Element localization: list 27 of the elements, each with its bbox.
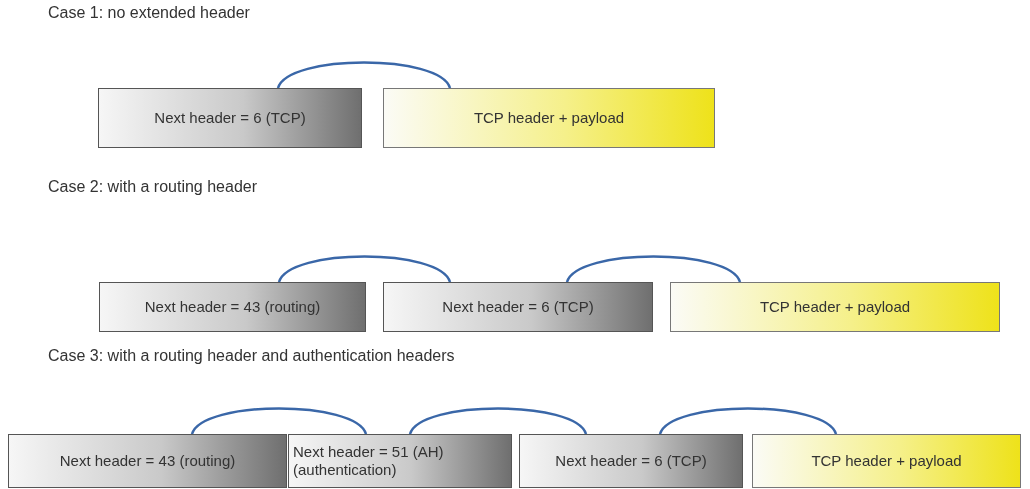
connector-arc (565, 255, 742, 283)
header-text: Next header = 6 (TCP) (442, 298, 594, 316)
header-box (519, 434, 743, 488)
header-text: Next header = 43 (routing) (59, 452, 236, 470)
header-text: TCP header + payload (759, 298, 911, 316)
header-text: TCP header + payload (473, 109, 625, 127)
connector-arc (190, 407, 368, 435)
header-text: Next header = 6 (TCP) (555, 452, 707, 470)
case-heading: Case 1: no extended header (48, 4, 250, 22)
case-heading: Case 3: with a routing header and authentication headers (48, 347, 455, 365)
header-text: Next header = 6 (TCP) (154, 109, 306, 127)
payload-box (752, 434, 1021, 488)
payload-box (670, 282, 1000, 332)
header-box (99, 282, 366, 332)
header-text: Next header = 43 (routing) (144, 298, 321, 316)
connector-arc (658, 407, 838, 435)
payload-box (383, 88, 715, 148)
header-box (383, 282, 653, 332)
case-heading: Case 2: with a routing header (48, 178, 257, 196)
connector-arc (276, 61, 452, 89)
header-text: TCP header + payload (811, 452, 962, 470)
header-box (288, 434, 512, 488)
header-box (98, 88, 362, 148)
connector-arc (277, 255, 452, 283)
header-box (8, 434, 287, 488)
connector-arc (408, 407, 588, 435)
header-text: Next header = 51 (AH) (authentication) (293, 443, 445, 479)
